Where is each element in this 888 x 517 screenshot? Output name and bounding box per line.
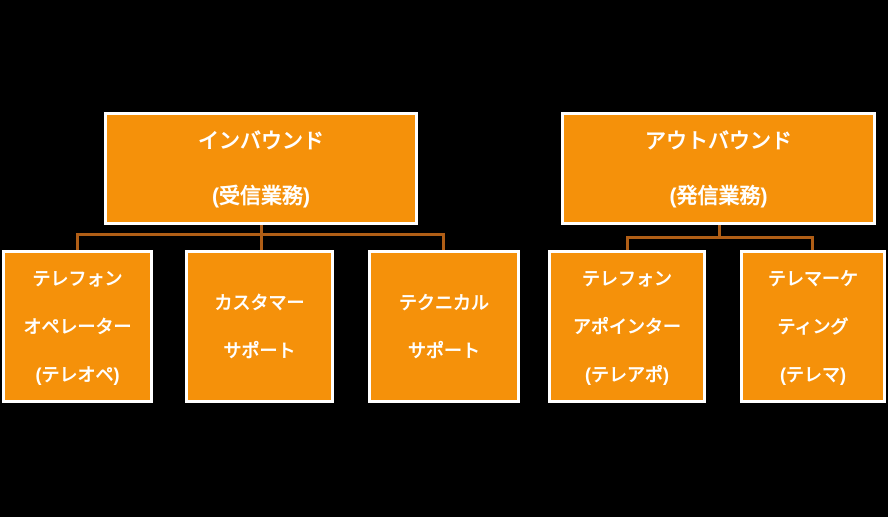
node-telemarketing-line2: ティング xyxy=(777,316,849,337)
node-customer-support-line1: カスタマー xyxy=(214,292,305,313)
node-telemarketing-line3: (テレマ) xyxy=(780,364,846,385)
node-technical-support-line2: サポート xyxy=(408,340,480,361)
node-technical-support: テクニカル サポート xyxy=(368,250,520,403)
node-telephone-operator: テレフォン オペレーター (テレオペ) xyxy=(2,250,153,403)
connector-inbound-bus xyxy=(76,233,445,236)
node-telemarketing: テレマーケ ティング (テレマ) xyxy=(740,250,886,403)
node-customer-support: カスタマー サポート xyxy=(185,250,334,403)
node-inbound-label-line2: (受信業務) xyxy=(212,184,310,208)
node-inbound-label-line1: インバウンド xyxy=(198,129,324,153)
node-customer-support-line2: サポート xyxy=(223,340,296,361)
connector-outbound-stem xyxy=(718,225,721,238)
connector-outbound-drop-right xyxy=(811,236,814,250)
connector-inbound-stem xyxy=(260,225,263,250)
connector-inbound-drop-right xyxy=(442,233,445,250)
node-outbound: アウトバウンド (発信業務) xyxy=(561,112,876,225)
node-technical-support-line1: テクニカル xyxy=(399,292,489,313)
node-telephone-operator-line2: オペレーター xyxy=(23,316,132,337)
connector-outbound-drop-left xyxy=(626,236,629,250)
node-outbound-label-line1: アウトバウンド xyxy=(645,129,792,153)
node-outbound-label-line2: (発信業務) xyxy=(669,184,768,208)
node-telephone-appointer-line1: テレフォン xyxy=(582,268,672,289)
node-telemarketing-line1: テレマーケ xyxy=(768,268,858,289)
connector-outbound-bus xyxy=(626,236,814,239)
node-telephone-operator-line1: テレフォン xyxy=(32,268,123,289)
node-inbound: インバウンド (受信業務) xyxy=(104,112,418,225)
connector-inbound-drop-left xyxy=(76,233,79,250)
node-telephone-appointer: テレフォン アポインター (テレアポ) xyxy=(548,250,706,403)
node-telephone-operator-line3: (テレオペ) xyxy=(35,364,120,385)
node-telephone-appointer-line2: アポインター xyxy=(573,316,681,337)
node-telephone-appointer-line3: (テレアポ) xyxy=(585,364,669,385)
